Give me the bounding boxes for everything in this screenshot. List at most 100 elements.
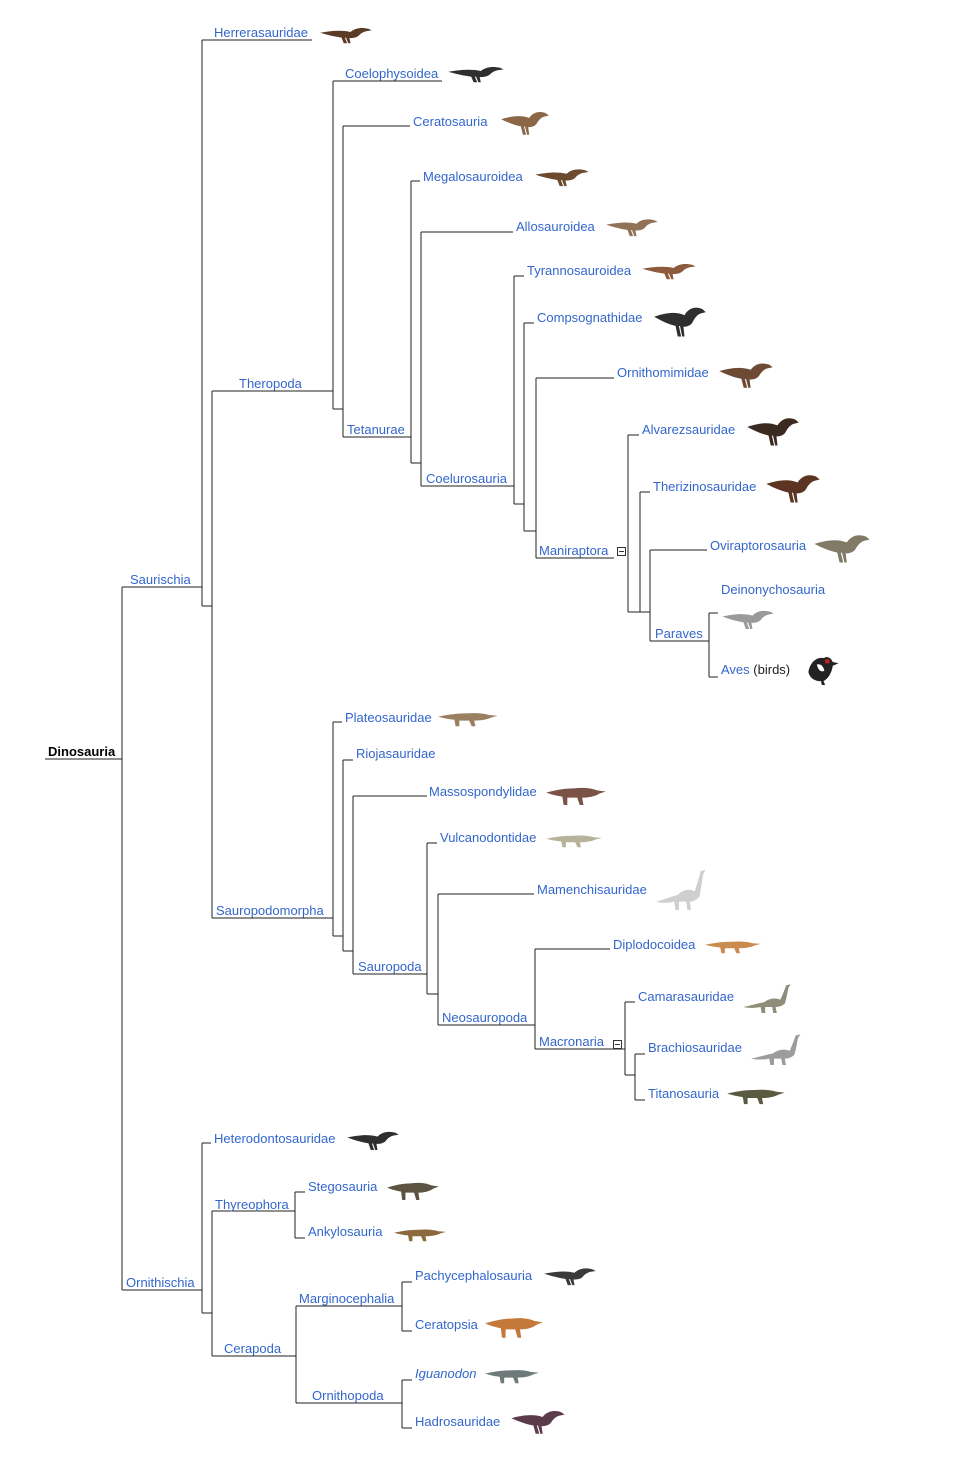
branch-massospondylidae-group [343,796,354,974]
label-ornithomimidae[interactable]: Ornithomimidae [617,365,709,380]
titanosaur-silhouette-icon [727,1089,785,1105]
label-therizinosauridae[interactable]: Therizinosauridae [653,479,757,494]
iguanodon-name[interactable]: Iguanodon [415,1366,477,1381]
label-neosauropoda[interactable]: Neosauropoda [442,1010,528,1025]
branch-coelurosauria [421,276,524,505]
label-maniraptora[interactable]: Maniraptora [539,543,609,558]
branch-theropoda [212,81,334,409]
label-megalosauroidea[interactable]: Megalosauroidea [423,169,523,184]
aves-note: (birds) [753,662,791,677]
label-cerapoda[interactable]: Cerapoda [224,1341,282,1356]
label-tetanurae[interactable]: Tetanurae [347,422,405,437]
label-herrerasauridae[interactable]: Herrerasauridae [214,25,308,40]
heterodontosaurus-silhouette-icon [347,1131,399,1151]
label-oviraptorosauria[interactable]: Oviraptorosauria [710,538,807,553]
triceratops-silhouette-icon [485,1318,543,1338]
branch-neosauropoda [438,949,536,1049]
pachycephalosaurus-silhouette-icon [544,1268,596,1286]
root-label-dinosauria: Dinosauria [48,744,116,759]
branch-sauropodomorpha [212,722,343,937]
label-ornithopoda[interactable]: Ornithopoda [312,1388,384,1403]
branch-tetanurae-link [333,126,344,437]
spinosaurus-silhouette-icon [535,169,589,187]
mamenchisaurus-silhouette-icon [656,869,706,910]
coelophysis-silhouette-icon [448,67,504,83]
massospondylus-silhouette-icon [546,787,606,805]
therizinosaurus-silhouette-icon [766,475,820,503]
allosaurus-silhouette-icon [606,219,658,237]
oviraptor-silhouette-icon [814,535,870,563]
label-brachiosauridae[interactable]: Brachiosauridae [648,1040,742,1055]
label-sauropodomorpha[interactable]: Sauropodomorpha [216,903,324,918]
herrerasaurus-silhouette-icon [320,28,372,44]
branch-ornithopoda [296,1380,403,1428]
brachiosaurus-silhouette-icon [751,1034,801,1065]
plateosaurus-silhouette-icon [438,713,498,727]
hadrosaurus-silhouette-icon [511,1411,565,1434]
branch-macronaria [535,1002,635,1076]
label-camarasauridae[interactable]: Camarasauridae [638,989,735,1004]
stegosaurus-silhouette-icon [387,1182,439,1200]
label-marginocephalia[interactable]: Marginocephalia [299,1291,395,1306]
label-vulcanodontidae[interactable]: Vulcanodontidae [440,830,537,845]
label-alvarezsauridae[interactable]: Alvarezsauridae [642,422,736,437]
ceratosaurus-silhouette-icon [501,112,549,135]
label-hadrosauridae[interactable]: Hadrosauridae [415,1414,501,1429]
cladogram-branches [45,39,718,1429]
woodpecker-icon [808,657,839,685]
velociraptor-silhouette-icon [722,610,774,630]
label-ankylosauria[interactable]: Ankylosauria [308,1224,383,1239]
branch-saurischia [122,40,212,607]
branch-maniraptora-link [524,378,537,558]
label-saurischia[interactable]: Saurischia [130,572,191,587]
label-paraves[interactable]: Paraves [655,626,703,641]
collapse-toggle-macronaria[interactable] [613,1040,622,1049]
label-mamenchisauridae[interactable]: Mamenchisauridae [537,882,647,897]
label-macronaria[interactable]: Macronaria [539,1034,605,1049]
ankylosaurus-silhouette-icon [394,1229,446,1242]
branch-cerapoda [212,1306,297,1403]
aves-name[interactable]: Aves [721,662,750,677]
camarasaurus-silhouette-icon [743,984,791,1013]
label-tyrannosauroidea[interactable]: Tyrannosauroidea [527,263,632,278]
label-allosauroidea[interactable]: Allosauroidea [516,219,595,234]
label-theropoda[interactable]: Theropoda [239,376,302,391]
label-pachycephalosauria[interactable]: Pachycephalosauria [415,1268,533,1283]
label-riojasauridae[interactable]: Riojasauridae [356,746,436,761]
branch-marginocephalia [296,1282,403,1331]
label-diplodocoidea[interactable]: Diplodocoidea [613,937,696,952]
label-coelophysoidea[interactable]: Coelophysoidea [345,66,439,81]
branch-dinosauria [45,587,123,1290]
collapse-toggle-maniraptora[interactable] [617,547,626,556]
branch-thyreophora [212,1192,296,1238]
sinosauropteryx-silhouette-icon [654,307,706,337]
iguanodon-silhouette-icon [485,1370,539,1384]
label-ceratosauria[interactable]: Ceratosauria [413,114,488,129]
label-iguanodon[interactable]: Iguanodon [415,1366,476,1381]
cladogram-icons [320,28,870,1434]
label-ornithischia[interactable]: Ornithischia [126,1275,195,1290]
shuvuuia-silhouette-icon [747,418,799,446]
label-ceratopsia[interactable]: Ceratopsia [415,1317,478,1332]
branch-maniraptora [536,435,640,613]
label-thyreophora[interactable]: Thyreophora [215,1197,289,1212]
label-deinonychosauria[interactable]: Deinonychosauria [721,582,826,597]
label-aves[interactable]: Aves (birds) [721,662,790,677]
label-massospondylidae[interactable]: Massospondylidae [429,784,537,799]
tyrannosaurus-silhouette-icon [642,264,696,280]
branch-tetanurae [343,181,421,464]
branch-oviraptor-group [640,550,651,641]
label-heterodontosauridae[interactable]: Heterodontosauridae [214,1131,336,1146]
label-sauropoda[interactable]: Sauropoda [358,959,422,974]
label-plateosauridae[interactable]: Plateosauridae [345,710,432,725]
diplodocus-silhouette-icon [705,941,761,954]
label-titanosauria[interactable]: Titanosauria [648,1086,720,1101]
branch-sauropoda [353,843,438,995]
vulcanodon-silhouette-icon [546,835,602,848]
ornithomimus-silhouette-icon [719,363,773,388]
label-coelurosauria[interactable]: Coelurosauria [426,471,507,486]
branch-ornithischia [122,1143,212,1314]
label-compsognathidae[interactable]: Compsognathidae [537,310,643,325]
label-stegosauria[interactable]: Stegosauria [308,1179,378,1194]
